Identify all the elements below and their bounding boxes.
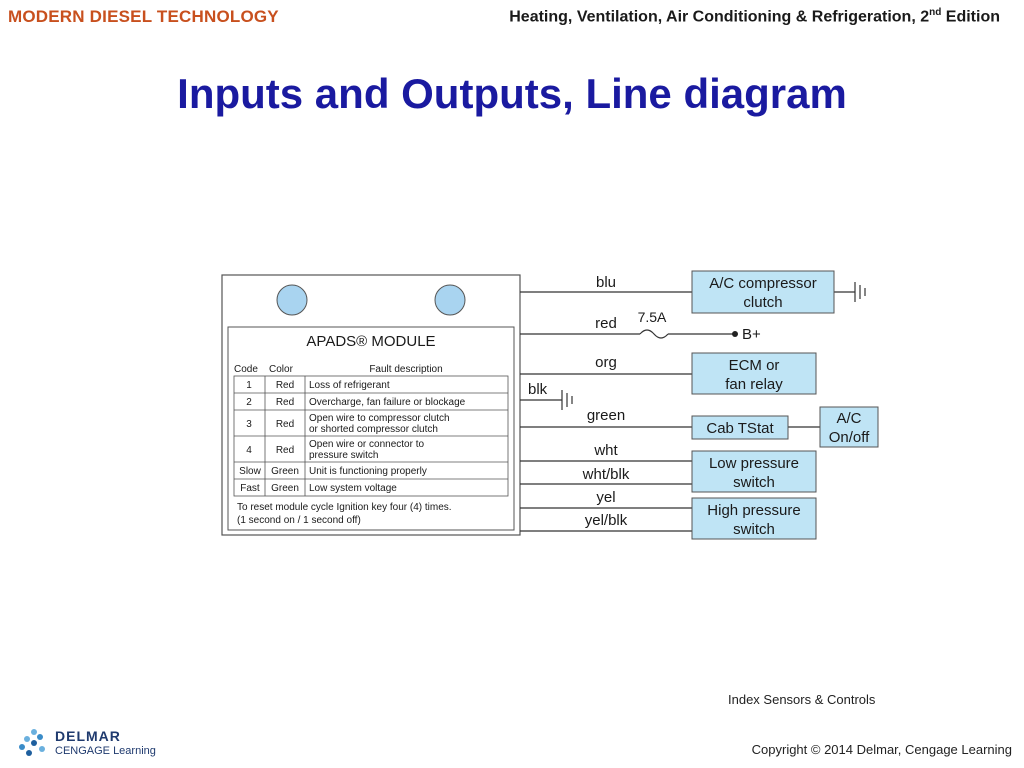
ac-clutch-label-1: A/C compressor [709, 275, 817, 292]
table-row-1-code: 1 [246, 380, 252, 391]
high-pressure-switch-box [691, 497, 817, 540]
table-row-6-code: Fast [240, 483, 260, 494]
cab-tstat-label: Cab TStat [706, 420, 774, 437]
col-code: Code [234, 364, 258, 375]
table-row-4-code: 4 [246, 445, 252, 456]
table-row-3-code: 3 [246, 419, 252, 430]
wire-label-wht: wht [593, 442, 618, 459]
table-row-5-color: Green [271, 466, 299, 477]
low-pressure-label-2: switch [733, 474, 775, 491]
table-row-1-fault: Loss of refrigerant [309, 380, 390, 391]
table-row-4-fault-line1: Open wire or connector to [309, 439, 424, 450]
table-row-3-fault-line2: or shorted compressor clutch [309, 424, 438, 435]
table-row-4-fault-line2: pressure switch [309, 450, 378, 461]
low-pressure-label-1: Low pressure [709, 455, 799, 472]
ecm-label-2: fan relay [725, 376, 783, 393]
ac-compressor-clutch-box [691, 270, 835, 314]
reset-note-line1: To reset module cycle Ignition key four … [237, 502, 452, 513]
indicator-light-left [276, 284, 308, 316]
module-name: APADS® MODULE [306, 333, 435, 350]
ac-onoff-label-2: On/off [829, 429, 870, 446]
indicator-light-right [434, 284, 466, 316]
wire-label-green: green [587, 407, 625, 424]
wire-label-yelblk: yel/blk [585, 512, 628, 529]
bplus-label: B+ [742, 326, 761, 343]
col-fault: Fault description [369, 364, 442, 375]
ecm-fan-relay-box [691, 352, 817, 395]
table-row-2-fault: Overcharge, fan failure or blockage [309, 397, 466, 408]
wire-label-blk: blk [528, 381, 548, 398]
table-row-2-color: Red [276, 397, 294, 408]
wire-label-blu: blu [596, 274, 616, 291]
table-row-3-fault-line1: Open wire to compressor clutch [309, 413, 450, 424]
table-row-3-color: Red [276, 419, 294, 430]
ac-onoff-label-1: A/C [836, 410, 861, 427]
cab-tstat-box [691, 415, 789, 440]
low-pressure-switch-box [691, 450, 817, 493]
ac-clutch-label-2: clutch [743, 294, 782, 311]
reset-note-line2: (1 second on / 1 second off) [237, 515, 361, 526]
delmar-logo-icon [19, 729, 45, 756]
slide-title: Inputs and Outputs, Line diagram [177, 70, 847, 117]
high-pressure-label-1: High pressure [707, 502, 800, 519]
wire-label-org: org [595, 354, 617, 371]
figure-caption: Index Sensors & Controls [728, 692, 876, 707]
ac-onoff-box [819, 406, 879, 448]
wire-label-yel: yel [596, 489, 615, 506]
bplus-terminal [732, 331, 738, 337]
table-row-2-code: 2 [246, 397, 252, 408]
col-color: Color [269, 364, 294, 375]
wire-label-red: red [595, 315, 617, 332]
wire-label-whtblk: wht/blk [582, 466, 630, 483]
table-row-1-color: Red [276, 380, 294, 391]
fuse-symbol [639, 329, 669, 339]
table-row-4-color: Red [276, 445, 294, 456]
brand-name: MODERN DIESEL TECHNOLOGY [8, 7, 279, 26]
ecm-label-1: ECM or [729, 357, 780, 374]
table-row-6-color: Green [271, 483, 299, 494]
copyright-notice: Copyright © 2014 Delmar, Cengage Learnin… [751, 742, 1012, 757]
fuse-rating: 7.5A [638, 309, 667, 325]
logo-text-delmar: DELMAR [55, 728, 121, 744]
high-pressure-label-2: switch [733, 521, 775, 538]
table-row-5-code: Slow [239, 466, 261, 477]
book-title: Heating, Ventilation, Air Conditioning &… [509, 7, 1000, 26]
table-row-6-fault: Low system voltage [309, 483, 397, 494]
logo-text-cengage: CENGAGE Learning [55, 745, 156, 757]
table-row-5-fault: Unit is functioning properly [309, 466, 427, 477]
